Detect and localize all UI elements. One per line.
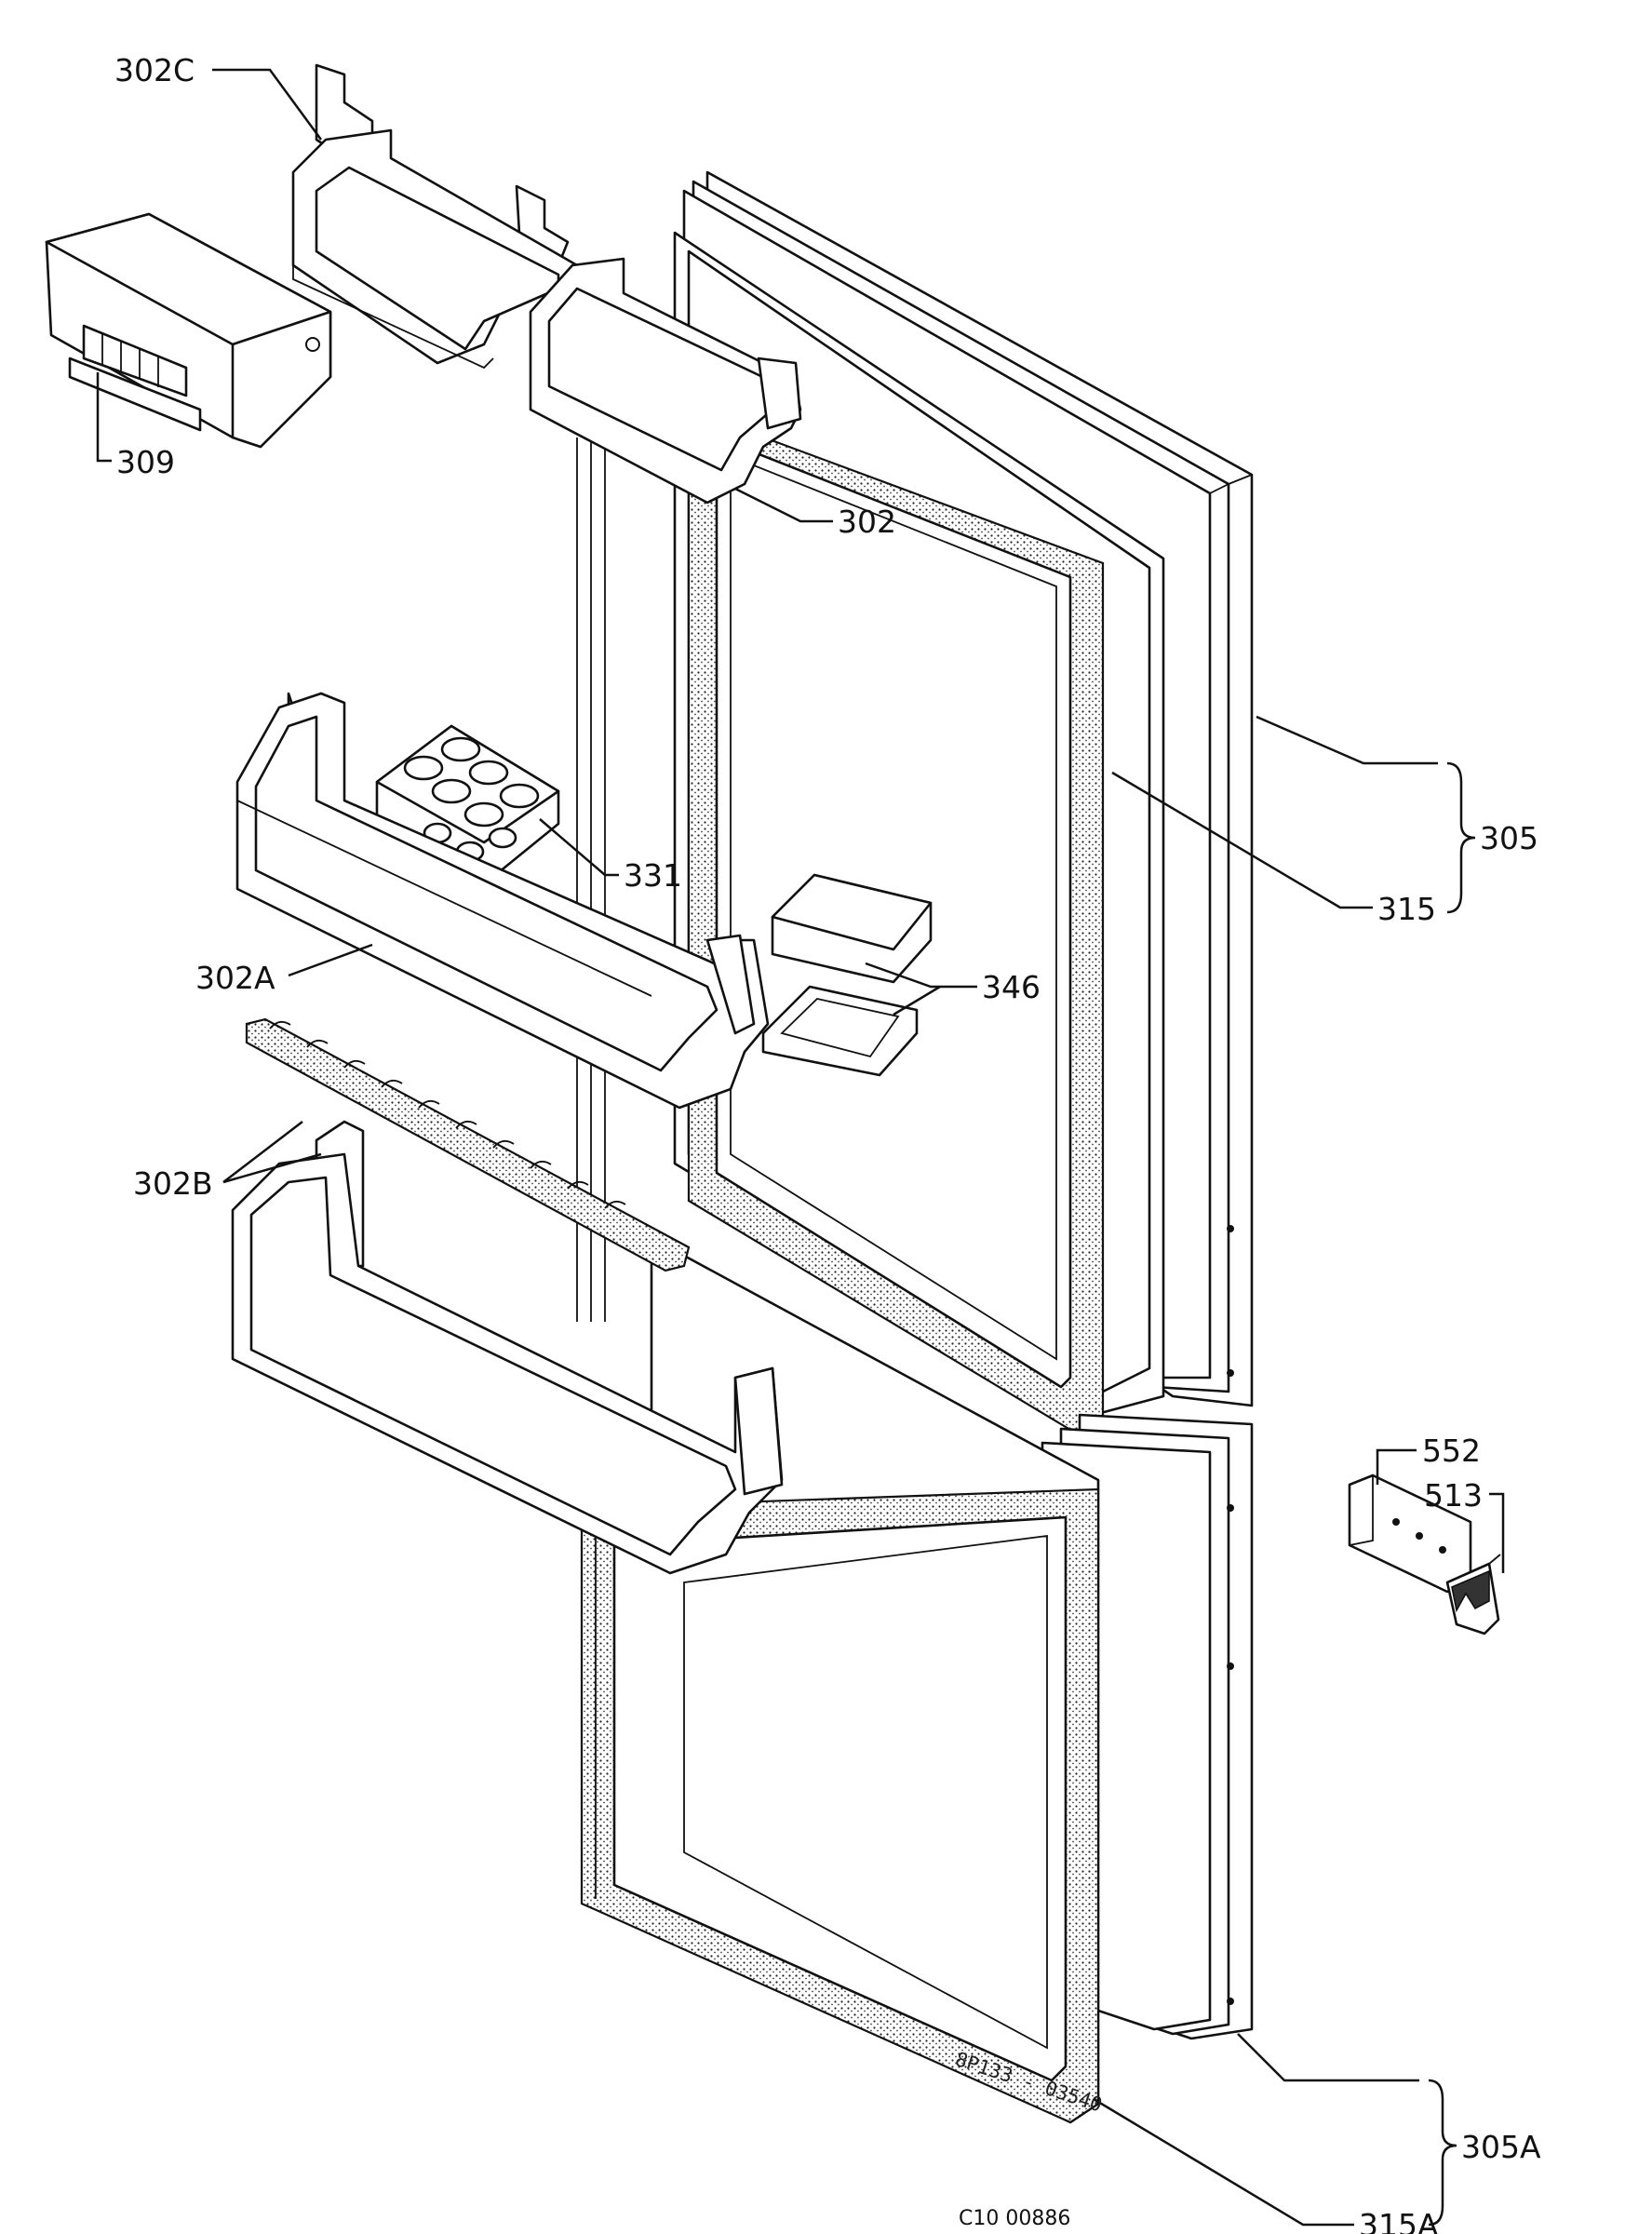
label-302c: 302C [114, 52, 195, 88]
label-331: 331 [624, 857, 682, 894]
leader-lines [96, 68, 1505, 2227]
label-346: 346 [982, 969, 1041, 1005]
label-315: 315 [1377, 891, 1436, 927]
label-552: 552 [1422, 1433, 1481, 1469]
label-309: 309 [116, 444, 175, 480]
bottle-shelf [231, 1120, 784, 1575]
container-346 [761, 873, 933, 1077]
label-305a: 305A [1461, 2129, 1541, 2165]
drawing-code: C10 00886 [959, 2207, 1070, 2230]
shelf-302 [529, 257, 802, 505]
label-315a: 315A [1359, 2207, 1439, 2234]
label-513: 513 [1424, 1477, 1483, 1514]
label-302b: 302B [133, 1165, 213, 1202]
hinge-plate-552 [1348, 1474, 1472, 1594]
label-305: 305 [1480, 820, 1538, 856]
label-302: 302 [838, 504, 896, 540]
part-labels: 302C 309 302 331 302A 346 302B 305 315 5… [114, 52, 1541, 2234]
box-309 [45, 212, 332, 449]
label-302a: 302A [195, 960, 275, 996]
shelf-302c [291, 63, 579, 370]
bracket-513 [1445, 1554, 1501, 1635]
shelf-302a [235, 692, 770, 1110]
bar-302b [245, 1017, 691, 1272]
